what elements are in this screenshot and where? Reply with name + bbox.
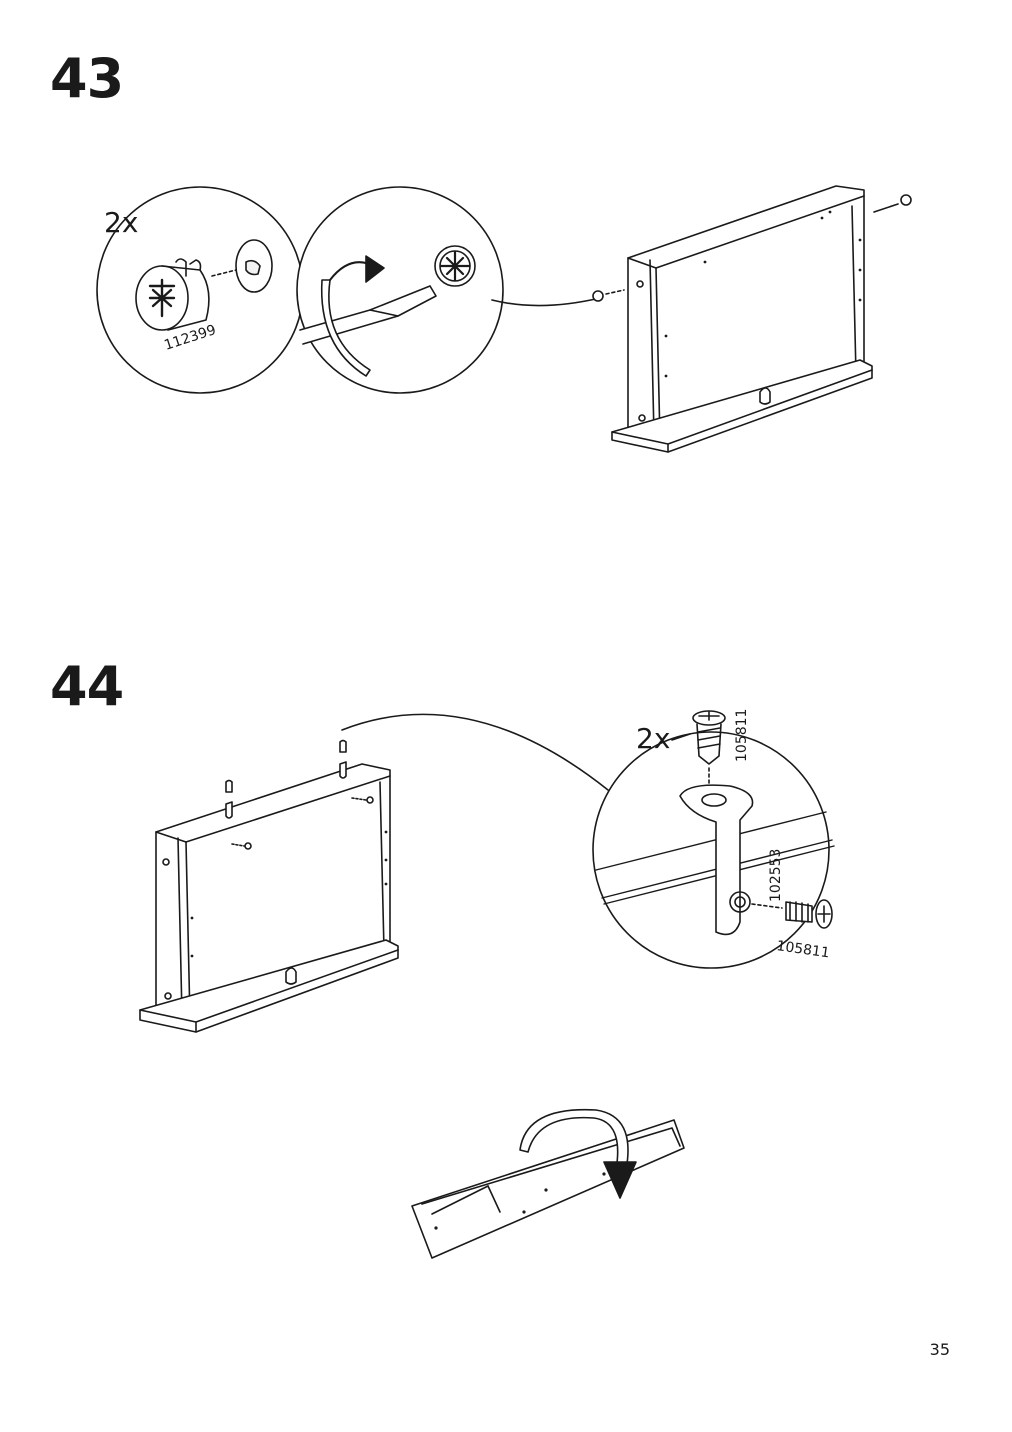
flip-cabinet-illustration [411,1108,685,1259]
part-number-105811-top: 105811 [734,709,750,762]
step-number-44: 44 [50,655,124,718]
page-number: 35 [929,1340,950,1359]
step43-detail-callout-left: 2x 112399 [96,186,304,394]
step43-quantity: 2x [104,206,138,239]
step43-detail-callout-right [296,186,601,394]
step43-cabinet [592,185,912,453]
screw-icon [692,710,726,799]
l-bracket-icon [679,784,754,936]
step44-detail-callout: 2x 105811 102553 105811 [341,709,835,969]
part-number-105811-side: 105811 [775,938,830,961]
step44-cabinet [139,739,399,1033]
part-number-102553: 102553 [768,849,784,902]
rotate-arrow-icon [519,1108,637,1199]
rotate-arrow-icon [320,255,385,377]
step-number-43: 43 [50,47,124,110]
step44-quantity: 2x [636,722,670,755]
screw-icon [751,899,833,929]
cam-lock-front-icon [434,245,476,287]
cam-lock-icon [135,239,273,331]
